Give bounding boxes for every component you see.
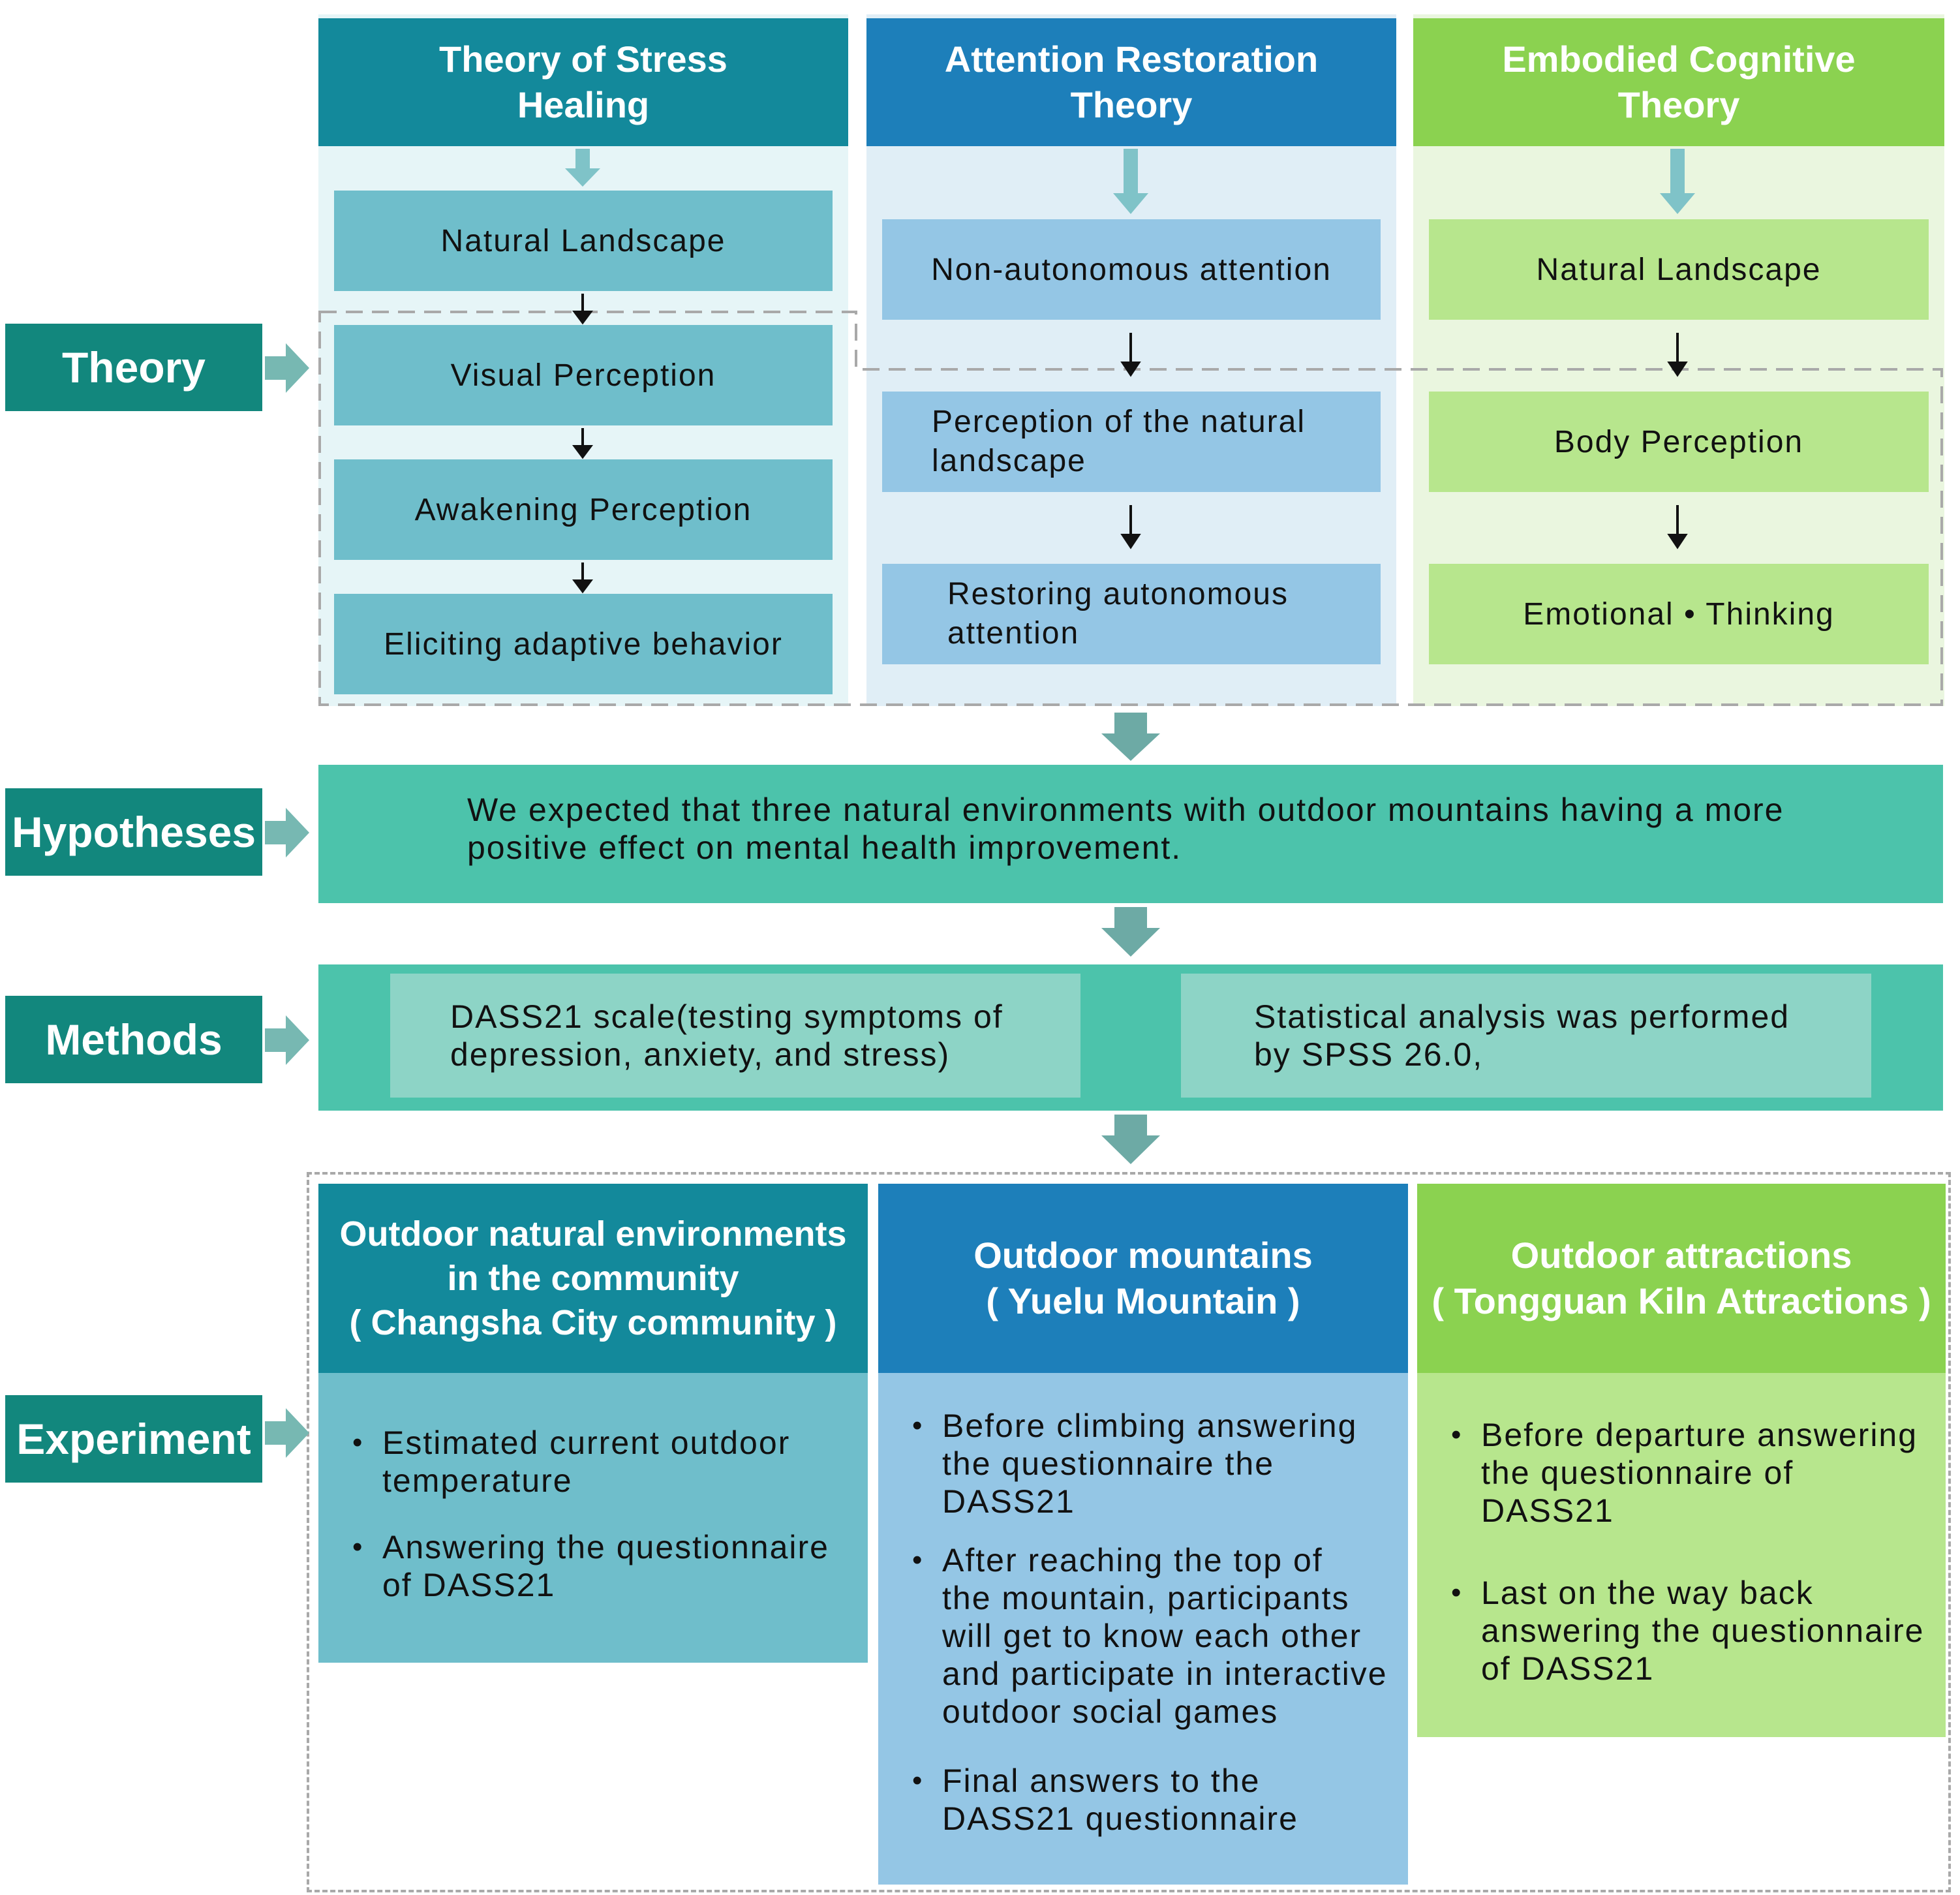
stress-step-adaptive-behavior: Eliciting adaptive behavior bbox=[334, 594, 833, 694]
embodied-step-natural-landscape: Natural Landscape bbox=[1429, 219, 1929, 320]
header-down-arrow-embodied bbox=[1660, 149, 1695, 214]
hypotheses-label: Hypotheses bbox=[5, 788, 262, 876]
hypotheses-label-arrow bbox=[265, 808, 309, 857]
stress-step-awakening-perception: Awakening Perception bbox=[334, 459, 833, 560]
experiment-attractions-body: Before departure answering the questionn… bbox=[1417, 1373, 1946, 1737]
experiment-dashed-outline bbox=[307, 1172, 1951, 1892]
step-arrow bbox=[572, 294, 1688, 594]
section-arrow-hypotheses-to-methods bbox=[1101, 907, 1160, 957]
embodied-cognitive-header: Embodied Cognitive Theory bbox=[1413, 18, 1944, 146]
experiment-label: Experiment bbox=[5, 1395, 262, 1483]
section-arrow-theory-to-hypotheses bbox=[1101, 713, 1160, 761]
theory-label: Theory bbox=[5, 324, 262, 411]
methods-label-arrow bbox=[265, 1015, 309, 1065]
experiment-attractions-header: Outdoor attractions ( Tongguan Kiln Attr… bbox=[1417, 1184, 1946, 1373]
stress-healing-header: Theory of Stress Healing bbox=[318, 18, 848, 146]
theory-label-arrow bbox=[265, 343, 309, 393]
list-item: Final answers to the DASS21 questionnair… bbox=[912, 1762, 1399, 1838]
header-down-arrow-stress bbox=[565, 149, 600, 187]
embodied-step-body-perception: Body Perception bbox=[1429, 392, 1929, 492]
attention-restoration-header: Attention Restoration Theory bbox=[866, 18, 1396, 146]
section-arrow-methods-to-experiment bbox=[1101, 1115, 1160, 1164]
stress-step-natural-landscape: Natural Landscape bbox=[334, 191, 833, 291]
stress-step-visual-perception: Visual Perception bbox=[334, 325, 833, 425]
experiment-mountain-header: Outdoor mountains ( Yuelu Mountain ) bbox=[878, 1184, 1408, 1373]
theory-arrows bbox=[565, 149, 1695, 761]
method-spss-box: Statistical analysis was performed by SP… bbox=[1181, 974, 1871, 1098]
attention-step-perception: Perception of the natural landscape bbox=[882, 392, 1381, 492]
list-item: Before departure answering the questionn… bbox=[1451, 1416, 1937, 1530]
list-item: Answering the questionnaire of DASS21 bbox=[352, 1528, 855, 1604]
experiment-community-body: Estimated current outdoor temperature An… bbox=[318, 1373, 868, 1663]
experiment-mountain-body: Before climbing answering the questionna… bbox=[878, 1373, 1408, 1885]
experiment-community-header: Outdoor natural environments in the comm… bbox=[318, 1184, 868, 1373]
list-item: Estimated current outdoor temperature bbox=[352, 1424, 855, 1500]
list-item: After reaching the top of the mountain, … bbox=[912, 1541, 1399, 1731]
methods-label: Methods bbox=[5, 996, 262, 1083]
hypothesis-band bbox=[318, 765, 1943, 903]
method-dass21-box: DASS21 scale(testing symptoms of depress… bbox=[390, 974, 1080, 1098]
attention-step-non-autonomous: Non-autonomous attention bbox=[882, 219, 1381, 320]
theory-dashed-outline bbox=[318, 311, 1943, 706]
header-down-arrow-attention bbox=[1113, 149, 1148, 214]
embodied-step-emotional-thinking: Emotional • Thinking bbox=[1429, 564, 1929, 664]
list-item: Before climbing answering the questionna… bbox=[912, 1407, 1399, 1520]
hypothesis-text: We expected that three natural environme… bbox=[467, 792, 1784, 866]
attention-step-restoring: Restoring autonomous attention bbox=[882, 564, 1381, 664]
experiment-label-arrow bbox=[265, 1408, 309, 1458]
list-item: Last on the way back answering the quest… bbox=[1451, 1574, 1937, 1687]
